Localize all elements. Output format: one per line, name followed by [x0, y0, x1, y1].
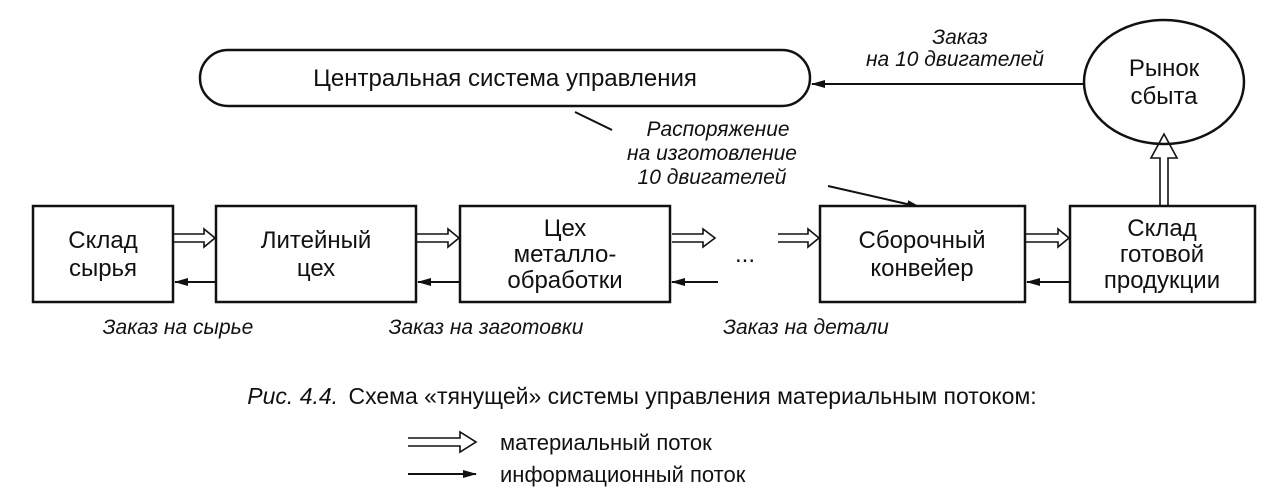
- finished-warehouse-line1: Склад: [1127, 215, 1196, 242]
- raw-warehouse-line2: сырья: [69, 255, 137, 282]
- foundry-line1: Литейный: [261, 227, 372, 254]
- raw-warehouse-line1: Склад: [68, 227, 137, 254]
- assembly-node: Сборочный конвейер: [818, 204, 1027, 304]
- ellipsis: ...: [735, 241, 755, 268]
- caption-text: Схема «тянущей» системы управления матер…: [349, 383, 1037, 409]
- material-arrow-assembly-finished: [1026, 227, 1071, 249]
- market-label-line2: сбыта: [1130, 83, 1198, 110]
- instruction-arrow: [827, 185, 921, 209]
- machining-line1: Цех: [544, 215, 587, 242]
- order-engines-line2: на 10 двигателей: [866, 48, 1044, 71]
- raw-warehouse-node: Склад сырья: [31, 204, 175, 304]
- figure-caption: Рис. 4.4. Схема «тянущей» системы управл…: [247, 383, 1036, 409]
- machining-line2: металло-: [514, 241, 617, 268]
- instruction-line3: 10 двигателей: [638, 166, 787, 189]
- material-arrow-machining-next: [672, 227, 717, 249]
- legend-material-label: материальный поток: [500, 430, 712, 455]
- instruction-line: [574, 111, 613, 131]
- central-system-node: Центральная система управления: [198, 48, 812, 108]
- material-arrow-foundry-machining: [417, 227, 461, 249]
- assembly-line1: Сборочный: [858, 227, 985, 254]
- legend-material: материальный поток: [408, 430, 712, 455]
- finished-warehouse-node: Склад готовой продукции: [1068, 204, 1257, 304]
- finished-warehouse-line2: готовой: [1120, 241, 1204, 268]
- machining-node: Цех металло- обработки: [458, 204, 672, 304]
- foundry-node: Литейный цех: [214, 204, 418, 304]
- material-arrow-prev-assembly: [778, 227, 821, 249]
- instruction-line2: на изготовление: [627, 142, 797, 165]
- assembly-line2: конвейер: [870, 255, 973, 282]
- legend-material-symbol: [408, 430, 478, 454]
- machining-line3: обработки: [507, 267, 622, 294]
- market-label-line1: Рынок: [1129, 55, 1200, 82]
- central-system-label: Центральная система управления: [313, 65, 697, 92]
- market-node: Рынок сбыта: [1082, 18, 1246, 146]
- order-blanks-label: Заказ на заготовки: [389, 316, 584, 339]
- foundry-line2: цех: [297, 255, 335, 282]
- caption-prefix: Рис. 4.4.: [247, 383, 338, 409]
- material-arrow-to-market: [1149, 132, 1179, 205]
- instruction-line1: Распоряжение: [646, 118, 789, 141]
- order-raw-label: Заказ на сырье: [103, 316, 254, 339]
- legend-information-label: информационный поток: [500, 462, 746, 487]
- finished-warehouse-line3: продукции: [1104, 267, 1220, 294]
- order-engines-line1: Заказ: [932, 26, 988, 49]
- material-arrow-raw-foundry: [174, 227, 217, 249]
- legend-information: информационный поток: [408, 462, 746, 487]
- order-parts-label: Заказ на детали: [723, 316, 889, 339]
